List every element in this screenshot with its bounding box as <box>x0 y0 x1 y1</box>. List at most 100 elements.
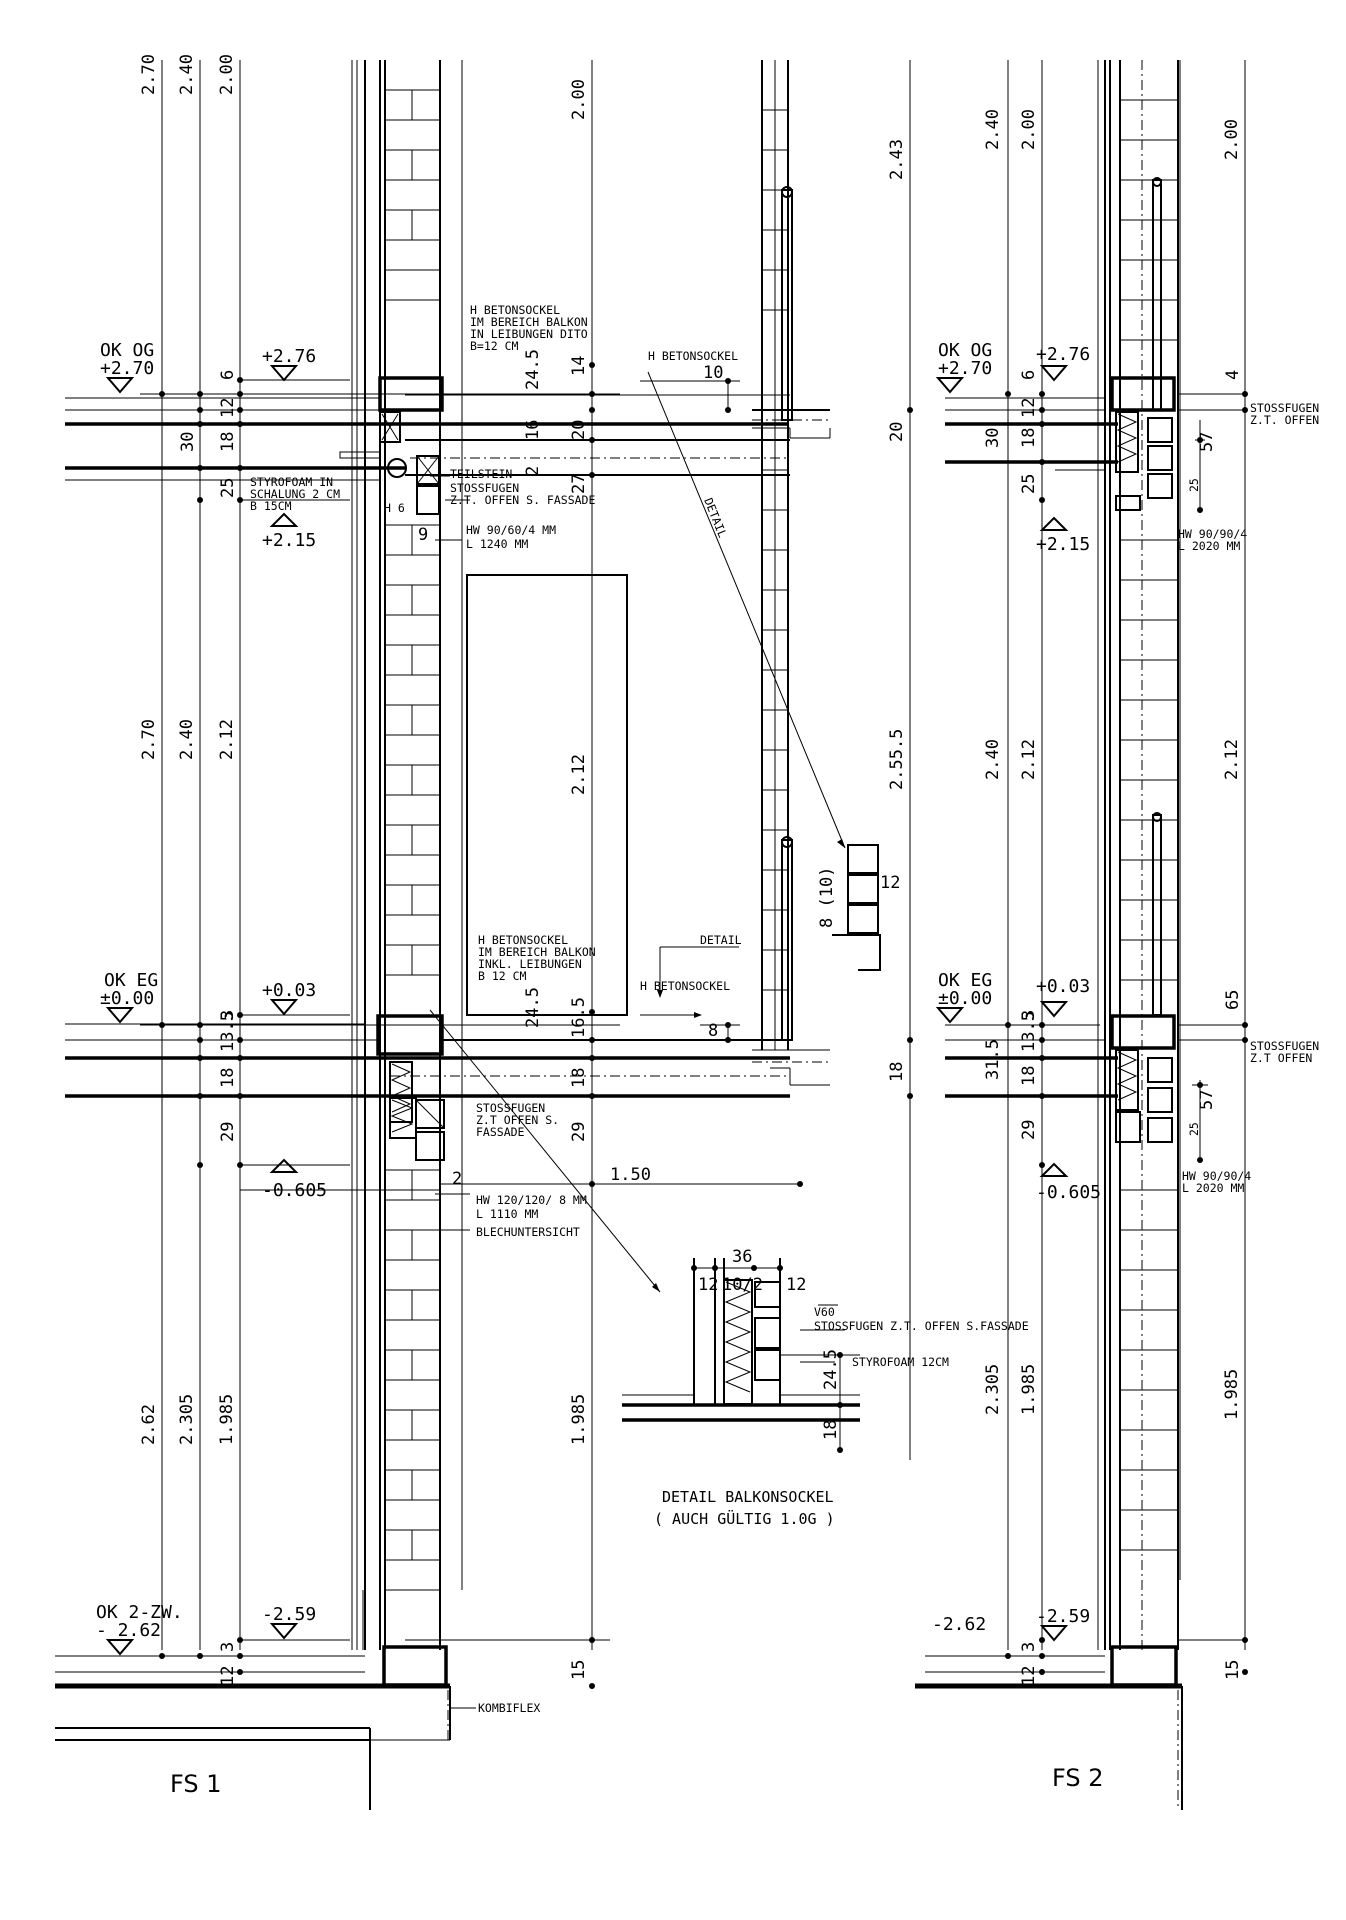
dim-text: 2.305 <box>177 1394 197 1445</box>
dim-text: 3 <box>1019 1010 1039 1020</box>
level-value: +2.15 <box>1036 534 1090 555</box>
dim-text: 20 <box>887 422 907 442</box>
dim-text: 2.43 <box>887 139 907 180</box>
dim-text: 31.5 <box>983 1039 1003 1080</box>
dim-text: 2.00 <box>1222 119 1242 160</box>
level-value: +2.70 <box>100 358 154 379</box>
level-value: +0.03 <box>262 980 316 1001</box>
note-styrofoam: STYROFOAM IN SCHALUNG 2 CM B 15CM <box>250 475 340 513</box>
dim-text: 14 <box>569 356 589 376</box>
svg-text:HW 120/120/ 8 MM: HW 120/120/ 8 MM <box>476 1193 587 1207</box>
note-stossfugen-detail: STOSSFUGEN Z.T. OFFEN S.FASSADE <box>814 1319 1029 1333</box>
dim-text: 2.12 <box>569 754 589 795</box>
dim-text: 8 (10) <box>817 867 837 928</box>
svg-text:HW 90/90/4: HW 90/90/4 <box>1178 527 1247 541</box>
dim-text: 9 <box>418 525 428 545</box>
level-value: ±0.00 <box>938 988 992 1009</box>
svg-text:FASSADE: FASSADE <box>476 1125 525 1139</box>
dim-text: 3 <box>1019 1642 1039 1652</box>
dim-text: 6 <box>1019 370 1039 380</box>
sheet-label-fs1: FS 1 <box>170 1770 222 1798</box>
dim-text: 57 <box>1197 432 1217 452</box>
dim-text: 30 <box>983 428 1003 448</box>
dim-text: 2.40 <box>177 719 197 760</box>
note-hw-r2: HW 90/90/4 L 2020 MM <box>1182 1169 1251 1195</box>
dim-text: 24.5 <box>523 987 543 1028</box>
note-teilstein: TEILSTEIN <box>450 467 512 481</box>
level-value: +2.15 <box>262 530 316 551</box>
dim-text: 2.00 <box>1019 109 1039 150</box>
note-hw-mid-left: HW 120/120/ 8 MM L 1110 MM <box>476 1193 587 1221</box>
dim-text: 27 <box>569 474 589 494</box>
note-h-betonsockel-2: H BETONSOCKEL <box>640 979 730 993</box>
dim-text: 18 <box>821 1420 841 1440</box>
svg-text:STOSSFUGEN: STOSSFUGEN <box>476 1101 545 1115</box>
note-v60: V60 <box>814 1305 835 1319</box>
dim-text: 18 <box>569 1068 589 1088</box>
svg-text:HW 90/90/4: HW 90/90/4 <box>1182 1169 1251 1183</box>
svg-text:Z.T OFFEN S.: Z.T OFFEN S. <box>476 1113 559 1127</box>
dim-text: 13.5 <box>1019 1011 1039 1052</box>
dim-text: 3 <box>218 1642 238 1652</box>
dim-text: 18 <box>1019 428 1039 448</box>
dim-text: 1.985 <box>1019 1364 1039 1415</box>
dim-text: 12 <box>218 1666 238 1686</box>
dim-text: 29 <box>218 1122 238 1142</box>
dim-text: 25 <box>218 478 238 498</box>
dim-text: 15 <box>569 1660 589 1680</box>
dim-text: 2.70 <box>139 54 159 95</box>
svg-text:IM BEREICH BALKON: IM BEREICH BALKON <box>470 315 588 329</box>
note-kombiflex: KOMBIFLEX <box>478 1701 540 1715</box>
dim-text: 15 <box>1223 1660 1243 1680</box>
level-value: -0.605 <box>262 1180 327 1201</box>
dim-text: 8 <box>708 1021 718 1041</box>
dim-text: 16.5 <box>569 997 589 1038</box>
level-value: ±0.00 <box>100 988 154 1009</box>
svg-text:HW 90/60/4 MM: HW 90/60/4 MM <box>466 523 556 537</box>
dim-text: 1.985 <box>1222 1369 1242 1420</box>
dim-text: 65 <box>1223 990 1243 1010</box>
dim-text: 2.40 <box>983 109 1003 150</box>
level-name: OK OG <box>938 340 992 361</box>
note-detail-mid: DETAIL <box>700 933 742 947</box>
svg-text:L 2020 MM: L 2020 MM <box>1178 539 1240 553</box>
svg-text:B 12 CM: B 12 CM <box>478 969 527 983</box>
dim-text: 57 <box>1197 1090 1217 1110</box>
svg-text:L 1110 MM: L 1110 MM <box>476 1207 538 1221</box>
level-name: OK EG <box>938 970 992 991</box>
dim-text: 6 <box>218 370 238 380</box>
dim-text: 18 <box>218 432 238 452</box>
fs2-section <box>915 60 1248 1810</box>
dim-text: 12 <box>880 873 900 893</box>
note-h6: H 6 <box>384 501 405 515</box>
dim-text: 4 <box>1223 370 1243 380</box>
dim-text: 2.40 <box>177 54 197 95</box>
detail-balkonsockel <box>622 1258 860 1453</box>
dim-text: 25 <box>1187 1122 1201 1136</box>
dim-text: 1.985 <box>217 1394 237 1445</box>
svg-text:B=12 CM: B=12 CM <box>470 339 519 353</box>
dim-text: 12 <box>1019 1666 1039 1686</box>
dim-text: 25 <box>1187 478 1201 492</box>
svg-text:STOSSFUGEN: STOSSFUGEN <box>450 481 519 495</box>
dim-text: 24.5 <box>821 1349 841 1390</box>
note-hw-top-left: HW 90/60/4 MM L 1240 MM <box>466 523 556 551</box>
dim-text: 2.00 <box>217 54 237 95</box>
dim-text: 29 <box>1019 1120 1039 1140</box>
dim-text: 18 <box>1019 1066 1039 1086</box>
svg-text:H BETONSOCKEL: H BETONSOCKEL <box>478 933 568 947</box>
svg-text:Z.T. OFFEN S. FASSADE: Z.T. OFFEN S. FASSADE <box>450 493 595 507</box>
dim-text: 2.12 <box>1222 739 1242 780</box>
dim-text: 25 <box>1019 474 1039 494</box>
detail-caption-subtitle: ( AUCH GÜLTIG 1.0G ) <box>654 1509 835 1528</box>
level-value: +0.03 <box>1036 976 1090 997</box>
dim-text: 29 <box>569 1122 589 1142</box>
dim-text: 12 <box>786 1275 806 1295</box>
level-name: OK EG <box>104 970 158 991</box>
dim-text: 12 <box>218 398 238 418</box>
svg-text:IN LEIBUNGEN DITO: IN LEIBUNGEN DITO <box>470 327 588 341</box>
dim-text: 18 <box>218 1068 238 1088</box>
note-stossfugen-1: STOSSFUGEN Z.T. OFFEN S. FASSADE <box>450 481 595 507</box>
level-value: -0.605 <box>1036 1182 1101 1203</box>
